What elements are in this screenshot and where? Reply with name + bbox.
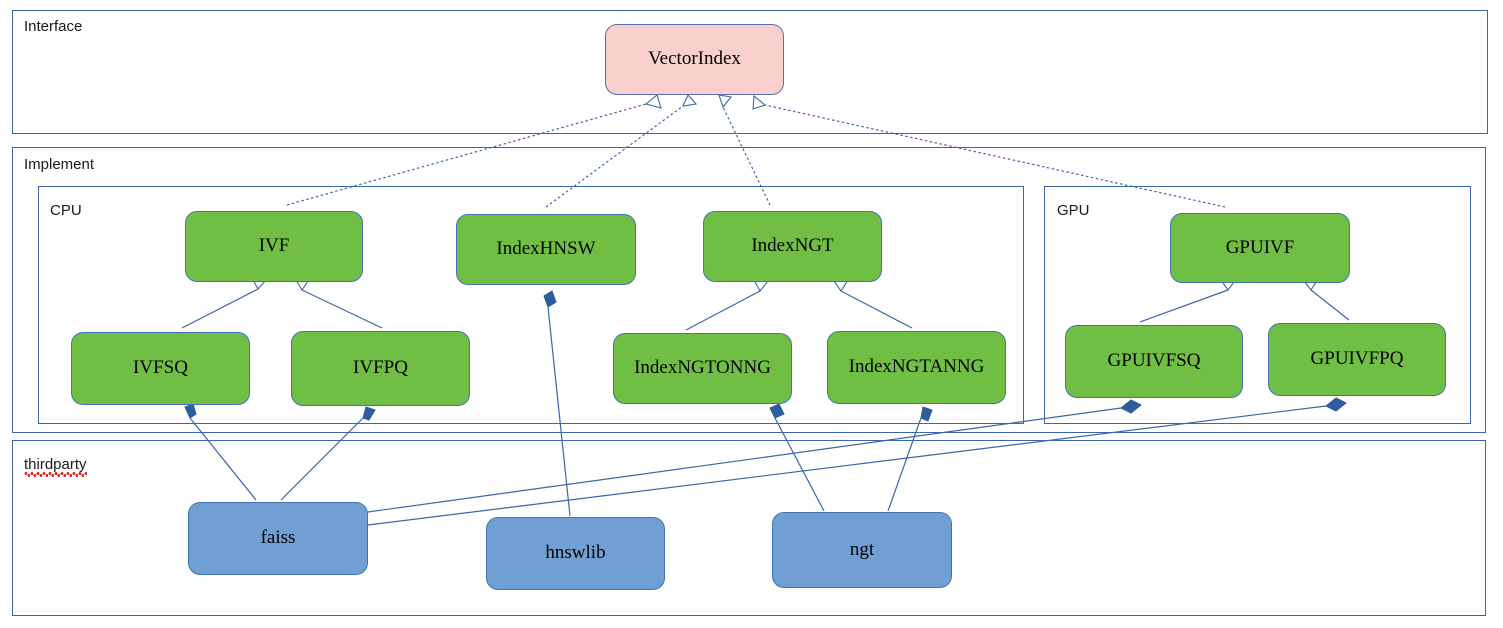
group-cpu <box>38 186 1024 424</box>
node-vectorindex[interactable]: VectorIndex <box>605 24 784 95</box>
node-indexngtanng[interactable]: IndexNGTANNG <box>827 331 1006 404</box>
group-label-cpu: CPU <box>50 202 82 219</box>
node-hnswlib[interactable]: hnswlib <box>486 517 665 590</box>
node-faiss[interactable]: faiss <box>188 502 368 575</box>
node-ivfsq[interactable]: IVFSQ <box>71 332 250 405</box>
node-gpuivfpq[interactable]: GPUIVFPQ <box>1268 323 1446 396</box>
group-implement <box>12 147 1486 433</box>
node-ngt[interactable]: ngt <box>772 512 952 588</box>
node-ivf[interactable]: IVF <box>185 211 363 282</box>
group-label-thirdparty: thirdparty <box>24 457 87 477</box>
group-thirdparty <box>12 440 1486 616</box>
group-label-implement: Implement <box>24 156 95 173</box>
node-gpuivf[interactable]: GPUIVF <box>1170 213 1350 283</box>
node-indexngt[interactable]: IndexNGT <box>703 211 882 282</box>
group-gpu <box>1044 186 1471 424</box>
node-indexhnsw[interactable]: IndexHNSW <box>456 214 636 285</box>
group-label-interface: Interface <box>24 18 83 35</box>
node-indexngtonng[interactable]: IndexNGTONNG <box>613 333 792 404</box>
group-label-gpu: GPU <box>1057 202 1090 219</box>
node-ivfpq[interactable]: IVFPQ <box>291 331 470 406</box>
group-interface <box>12 10 1488 134</box>
node-gpuivfsq[interactable]: GPUIVFSQ <box>1065 325 1243 398</box>
